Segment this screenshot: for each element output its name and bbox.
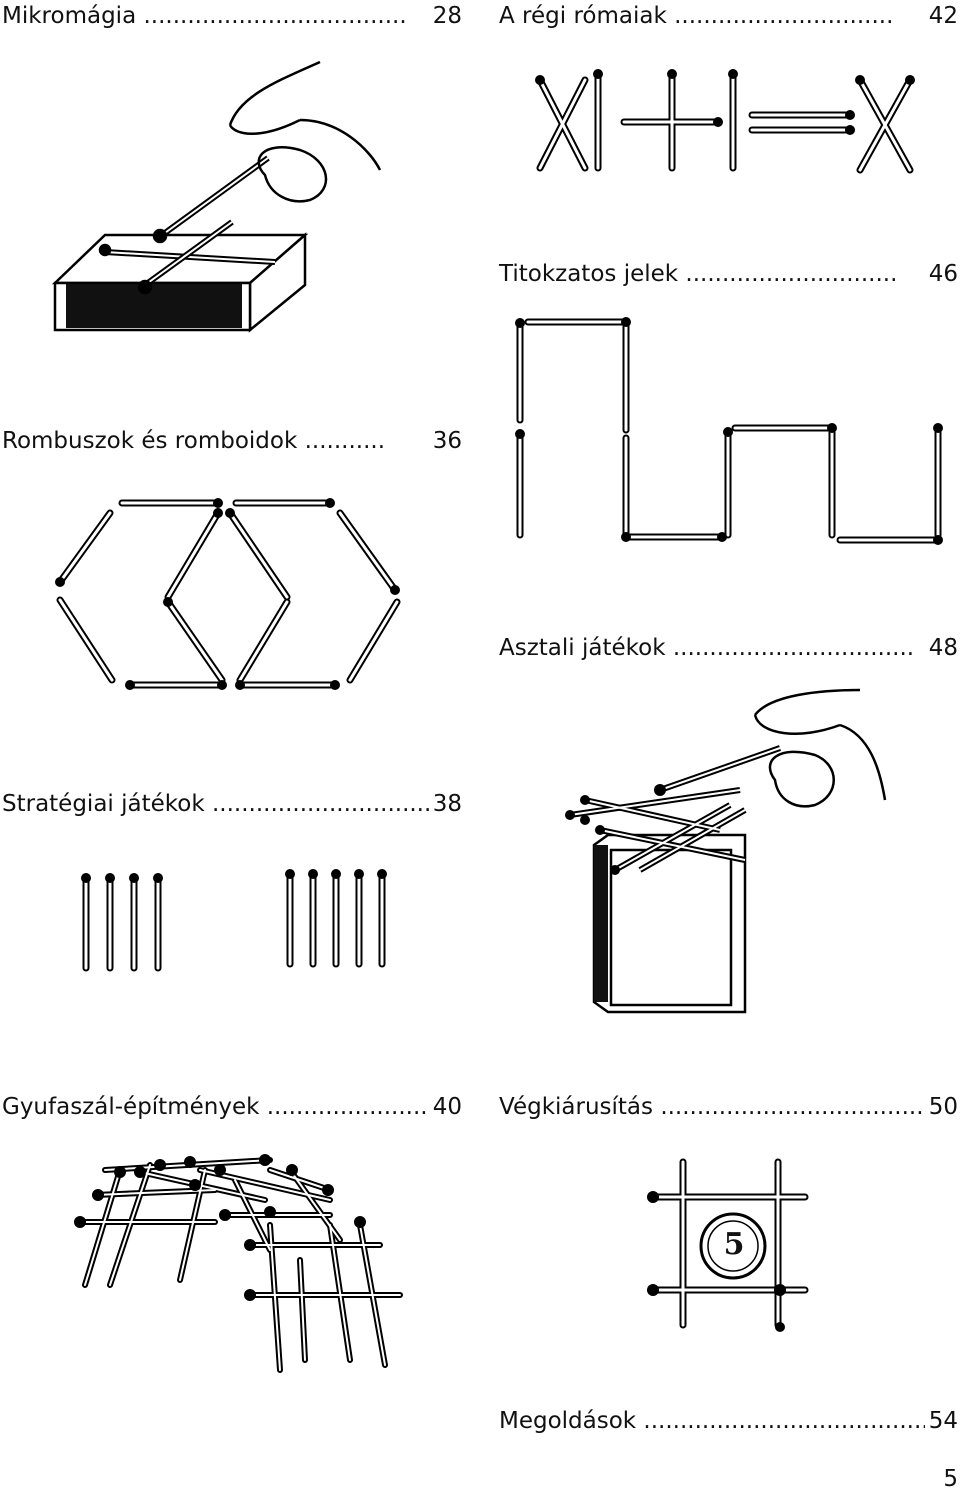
toc-title: Stratégiai játékok .....................…: [2, 791, 432, 817]
toc-title: Asztali játékok ........................…: [499, 635, 915, 661]
match-hash-coin-figure: [647, 1158, 809, 1332]
toc-title: Rombuszok és romboidok ...........: [2, 428, 386, 454]
toc-title: A régi rómaiak .........................…: [499, 3, 894, 29]
page-number: 5: [943, 1466, 958, 1492]
hexagon-rhombus-figure: [55, 498, 401, 690]
toc-entry-regi-romaiak: A régi rómaiak .........................…: [499, 2, 958, 30]
roman-numeral-figure: [535, 69, 915, 174]
toc-title: Gyufaszál-építmények ...................…: [2, 1094, 428, 1120]
toc-entry-gyufaszal-epitmenyek: Gyufaszál-építmények ...................…: [2, 1093, 462, 1121]
toc-page: 36: [428, 427, 462, 455]
toc-title: Titokzatos jelek .......................…: [499, 261, 898, 287]
toc-entry-rombuszok: Rombuszok és romboidok ........... 36: [2, 427, 462, 455]
match-structure-figure: [74, 1154, 403, 1373]
toc-page: 28: [428, 2, 462, 30]
toc-entry-titokzatos-jelek: Titokzatos jelek .......................…: [499, 260, 958, 288]
toc-page: 40: [428, 1093, 462, 1121]
toc-entry-vegkiarusitas: Végkiárusítás ..........................…: [499, 1093, 958, 1121]
coin-icon: [699, 1212, 767, 1280]
coin-value: 5: [723, 1227, 745, 1262]
snake-path-figure: [515, 317, 943, 545]
toc-entry-strategiai-jatekok: Stratégiai játékok .....................…: [2, 790, 462, 818]
toc-page: 38: [428, 790, 462, 818]
toc-page: 54: [924, 1407, 958, 1435]
toc-page: 46: [924, 260, 958, 288]
match-rows-figure: [81, 869, 387, 972]
toc-entry-mikromagia: Mikromágia .............................…: [2, 2, 462, 30]
matchbox-hand-figure: [51, 60, 382, 333]
toc-page: 48: [924, 634, 958, 662]
match-tower-figure: [565, 688, 887, 1014]
toc-page: 50: [924, 1093, 958, 1121]
toc-entry-megoldasok: Megoldások .............................…: [499, 1407, 958, 1435]
toc-title: Végkiárusítás ..........................…: [499, 1094, 924, 1120]
toc-title: Megoldások .............................…: [499, 1408, 936, 1434]
toc-entry-asztali-jatekok: Asztali játékok ........................…: [499, 634, 958, 662]
toc-page: 42: [924, 2, 958, 30]
toc-title: Mikromágia .............................…: [2, 3, 407, 29]
